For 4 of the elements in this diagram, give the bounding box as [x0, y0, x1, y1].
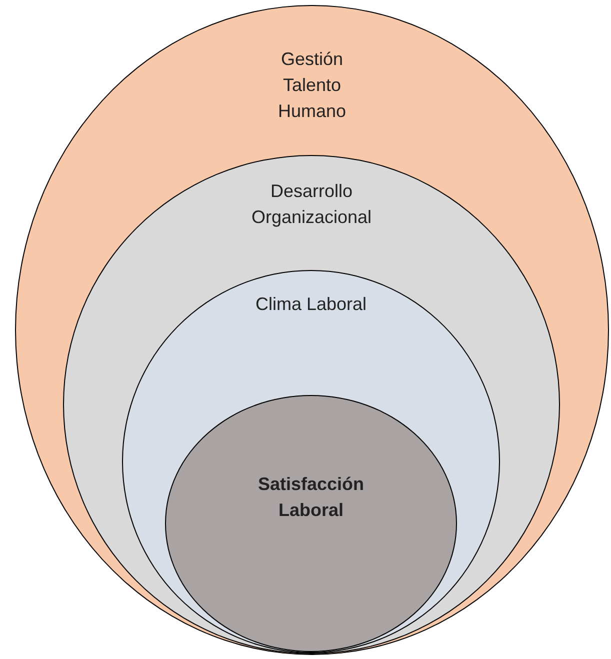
- region-label: Clima Laboral: [254, 293, 368, 316]
- region-label: Desarrollo Organizacional: [250, 180, 373, 229]
- region-label: Gestión Talento Humano: [276, 48, 348, 123]
- region-label: Satisfacción Laboral: [256, 473, 366, 522]
